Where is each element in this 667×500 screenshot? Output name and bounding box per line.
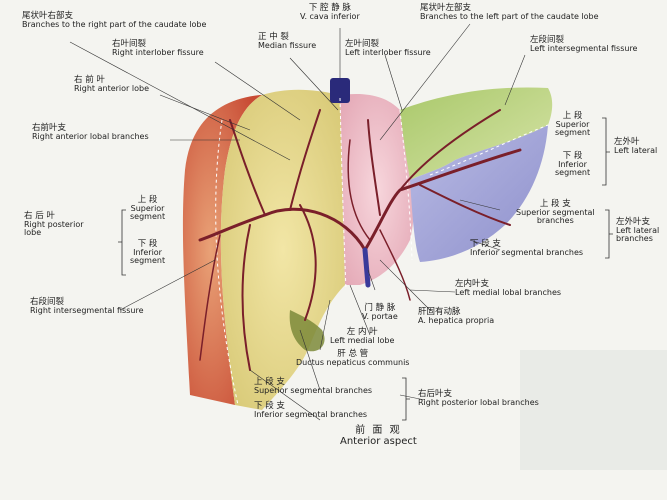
right-posterior-lobe-region [182, 95, 262, 405]
label-caudate-right: 尾状叶右部支 Branches to the right part of the… [22, 11, 207, 29]
label-superior-segmental-branches: 上 段 支 Superior segmental branches [254, 377, 373, 395]
label-left-superior-segment: 上 段 Superior segment [555, 111, 591, 138]
gallbladder [289, 310, 325, 352]
label-inferior-segmental-branches: 下 段 支 Inferior segmental branches [254, 401, 368, 419]
label-right-inferior-segment: 下 段 Inferior segment [130, 239, 166, 266]
median-fissure-line [339, 97, 347, 291]
label-left-lateral-branches: 左外叶支 Left lateral branches [616, 217, 660, 244]
label-left-interlobar-fissure: 左叶间裂 Left interlober fissure [345, 39, 431, 57]
label-common-hepatic-duct: 肝 总 管 Ductus nepaticus communis [296, 349, 410, 367]
label-left-medial-lobe: 左 内 叶 Left medial lobe [330, 327, 395, 345]
label-right-posterior-lobe: 右 后 叶 Right posterior lobe [24, 211, 84, 238]
label-right-intersegmental-fissure: 右段间裂 Right intersegmental fissure [30, 297, 144, 315]
label-hepatic-artery: 肝固有动脉 A. hepatica propria [418, 307, 495, 325]
label-median-fissure: 正 中 裂 Median fissure [258, 32, 317, 50]
vena-cava [330, 78, 350, 103]
label-right-anterior-lobe: 右 前 叶 Right anterior lobe [74, 75, 149, 93]
leader-lines [69, 23, 526, 421]
label-left-lateral: 左外叶 Left lateral [614, 137, 658, 155]
label-inferior-segmental-branches-left: 下 段 支 Inferior segmental branches [470, 239, 584, 257]
label-right-anterior-branches: 右前叶支 Right anterior lobal branches [32, 123, 149, 141]
left-intersegmental-fissure-line [429, 124, 549, 176]
label-left-intersegmental-fissure: 左段间裂 Left intersegmental fissure [530, 35, 638, 53]
label-right-posterior-branches: 右后叶支 Right posterior lobal branches [418, 389, 539, 407]
label-left-medial-branches: 左内叶支 Left medial lobal branches [455, 279, 562, 297]
label-right-interlobar-fissure: 右叶间裂 Right interlober fissure [112, 39, 204, 57]
label-superior-segmental-branches-left: 上 段 支 Superior segmental branches [516, 199, 595, 226]
label-anterior-aspect: 前 面 观 Anterior aspect [340, 425, 417, 447]
label-right-superior-segment: 上 段 Superior segment [130, 195, 166, 222]
label-left-inferior-segment: 下 段 Inferior segment [555, 151, 591, 178]
background-panel [520, 350, 667, 470]
label-caudate-left: 尾状叶左部支 Branches to the left part of the … [420, 3, 599, 21]
brackets [118, 117, 613, 421]
vessel-tree [198, 109, 522, 371]
left-lateral-inferior-region [410, 125, 548, 262]
label-portal-vein: 门 静 脉 V. portae [362, 303, 398, 321]
left-lateral-superior-region [400, 87, 553, 180]
label-vena-cava: 下 腔 静 脉 V. cava inferior [300, 3, 360, 21]
